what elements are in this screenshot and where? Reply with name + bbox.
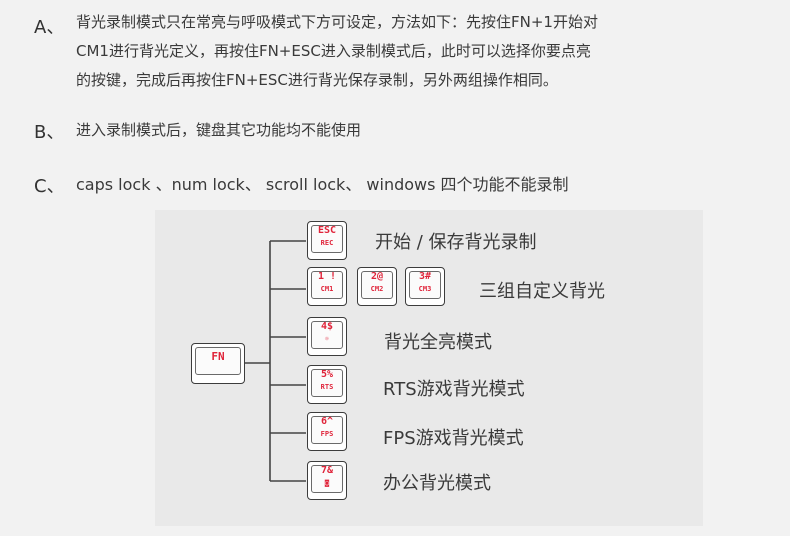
key-6-top: 6^ — [320, 416, 334, 427]
key-1-bottom: CM1 — [320, 285, 334, 293]
row-2-label: 三组自定义背光 — [479, 281, 605, 302]
paragraph-b-text: 进入录制模式后，键盘其它功能均不能使用 — [76, 121, 362, 139]
esc-key-bottom: REC — [320, 239, 334, 247]
paragraph-a-marker: A、 — [34, 17, 65, 38]
paragraph-a-text: 背光录制模式只在常亮与呼吸模式下方可设定，方法如下：先按住FN+1开始对 CM1… — [76, 8, 598, 95]
key-6-bottom: FPS — [320, 430, 334, 438]
row-5-label: FPS游戏背光模式 — [383, 428, 524, 449]
paragraph-b-marker: B、 — [34, 122, 65, 143]
paragraph-a-line-3: 的按键，完成后再按住FN+ESC进行背光保存录制，另外两组操作相同。 — [76, 71, 558, 89]
key-4-backlight: 4$ ☼ — [307, 317, 347, 356]
key-7-office: 7& ◙ — [307, 461, 347, 500]
esc-key: ESC REC — [307, 221, 347, 260]
row-1-label: 开始 / 保存背光录制 — [375, 232, 537, 253]
key-5-bottom: RTS — [320, 383, 334, 391]
key-5-rts: 5% RTS — [307, 365, 347, 404]
key-6-fps: 6^ FPS — [307, 412, 347, 451]
paragraph-a-line-2: CM1进行背光定义，再按住FN+ESC进入录制模式后，此时可以选择你要点亮 — [76, 42, 591, 60]
paragraph-a-line-1: 背光录制模式只在常亮与呼吸模式下方可设定，方法如下：先按住FN+1开始对 — [76, 13, 598, 31]
fn-key: FN — [191, 343, 245, 384]
paragraph-c-marker: C、 — [34, 176, 65, 197]
key-2-top: 2@ — [370, 271, 384, 282]
key-2-cm2: 2@ CM2 — [357, 267, 397, 306]
fn-key-label: FN — [195, 347, 241, 375]
key-1-top: 1 ! — [317, 271, 337, 282]
row-6-label: 办公背光模式 — [383, 473, 491, 494]
key-3-top: 3# — [418, 271, 432, 282]
row-4-label: RTS游戏背光模式 — [383, 379, 525, 400]
key-7-bottom: ◙ — [324, 479, 330, 487]
key-3-cm3: 3# CM3 — [405, 267, 445, 306]
key-3-bottom: CM3 — [418, 285, 432, 293]
row-3-label: 背光全亮模式 — [384, 332, 492, 353]
paragraph-c-text: caps lock 、num lock、 scroll lock、 window… — [76, 175, 569, 194]
esc-key-top: ESC — [317, 225, 337, 236]
key-4-top: 4$ — [320, 321, 334, 332]
key-4-bottom: ☼ — [324, 335, 330, 343]
key-7-top: 7& — [320, 465, 334, 476]
key-5-top: 5% — [320, 369, 334, 380]
key-2-bottom: CM2 — [370, 285, 384, 293]
key-diagram-background — [155, 210, 703, 526]
key-1-cm1: 1 ! CM1 — [307, 267, 347, 306]
